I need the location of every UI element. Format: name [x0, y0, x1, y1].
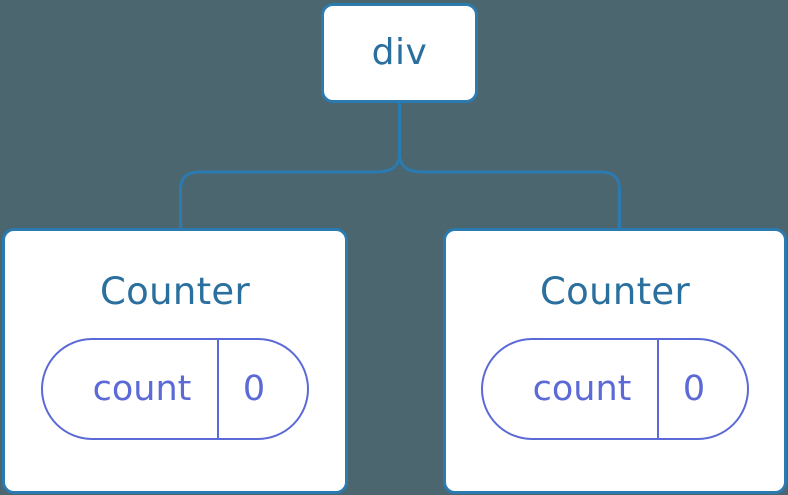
state-value-cell-left: 0 [219, 340, 307, 438]
state-key-label-left: count [92, 368, 192, 409]
node-counter-right-label: Counter [540, 270, 690, 313]
state-value-label-left: 0 [242, 368, 266, 409]
state-pill-left[interactable]: count 0 [41, 338, 309, 440]
state-value-label-right: 0 [682, 368, 706, 409]
state-key-cell-right: count [483, 340, 659, 438]
node-div[interactable]: div [321, 3, 478, 103]
node-counter-right[interactable]: Counter count 0 [443, 228, 787, 494]
state-value-cell-right: 0 [659, 340, 747, 438]
node-counter-left-label: Counter [100, 270, 250, 313]
state-key-cell-left: count [43, 340, 219, 438]
connector-right-branch [398, 150, 621, 231]
node-div-label: div [371, 32, 428, 73]
state-pill-right[interactable]: count 0 [481, 338, 749, 440]
state-key-label-right: count [532, 368, 632, 409]
node-counter-left[interactable]: Counter count 0 [2, 228, 348, 494]
connector-left-branch [179, 100, 401, 231]
